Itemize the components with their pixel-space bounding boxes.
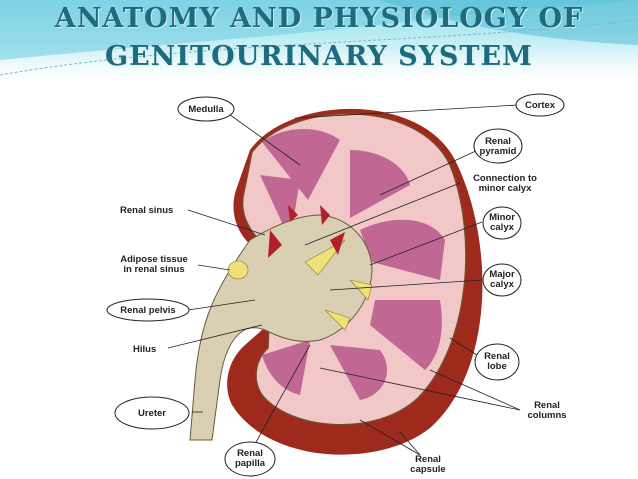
- svg-text:capsule: capsule: [410, 464, 445, 475]
- svg-text:Renal: Renal: [237, 448, 263, 459]
- blood-vessels: [268, 205, 345, 258]
- label-ureter: Ureter: [114, 396, 190, 430]
- slide-header: ANATOMY AND PHYSIOLOGY OF GENITOURINARY …: [0, 0, 638, 80]
- label-renal-lobe: Renal lobe: [474, 343, 520, 381]
- label-renal-pyramid: Renal pyramid: [473, 128, 523, 164]
- svg-text:pyramid: pyramid: [480, 146, 517, 157]
- label-renal-pelvis: Renal pelvis: [106, 298, 190, 322]
- label-hilus: Hilus: [133, 344, 156, 355]
- svg-text:Renal pelvis: Renal pelvis: [120, 305, 175, 316]
- svg-text:in renal sinus: in renal sinus: [123, 264, 184, 275]
- slide-title-line-2: GENITOURINARY SYSTEM: [105, 41, 533, 72]
- label-renal-sinus: Renal sinus: [120, 205, 173, 216]
- header-wave-decoration: [0, 0, 638, 76]
- label-renal-capsule: Renal capsule: [410, 454, 445, 475]
- label-medulla: Medulla: [177, 96, 235, 122]
- svg-text:Medulla: Medulla: [188, 104, 224, 115]
- svg-text:Cortex: Cortex: [525, 100, 556, 111]
- svg-text:Ureter: Ureter: [138, 408, 166, 419]
- svg-text:Renal: Renal: [534, 400, 560, 411]
- svg-text:calyx: calyx: [490, 222, 514, 233]
- svg-text:papilla: papilla: [235, 458, 266, 469]
- slide-title-line-1: ANATOMY AND PHYSIOLOGY OF: [54, 3, 584, 34]
- pyramid: [350, 150, 410, 218]
- label-minor-calyx: Minor calyx: [482, 206, 522, 240]
- label-major-calyx: Major calyx: [482, 263, 522, 297]
- svg-text:Major: Major: [489, 269, 515, 280]
- label-renal-papilla: Renal papilla: [224, 441, 276, 477]
- label-cortex: Cortex: [515, 93, 565, 117]
- svg-text:Renal: Renal: [485, 136, 511, 147]
- leader-lines: [167, 104, 521, 456]
- svg-text:Renal: Renal: [415, 454, 441, 465]
- pyramid: [262, 340, 310, 395]
- pyramid: [330, 345, 388, 400]
- svg-text:Minor: Minor: [489, 212, 515, 223]
- svg-text:lobe: lobe: [487, 361, 507, 372]
- svg-text:Connection to: Connection to: [473, 173, 537, 184]
- label-renal-columns: Renal columns: [527, 400, 566, 421]
- pyramid: [262, 128, 340, 200]
- label-connection-minor-calyx: Connection to minor calyx: [473, 173, 537, 194]
- label-adipose-tissue: Adipose tissue in renal sinus: [120, 254, 188, 275]
- svg-text:columns: columns: [527, 410, 566, 421]
- pyramid: [370, 300, 442, 370]
- svg-text:Adipose tissue: Adipose tissue: [120, 254, 188, 265]
- pyramid: [360, 219, 445, 280]
- svg-text:calyx: calyx: [490, 279, 514, 290]
- svg-text:minor calyx: minor calyx: [479, 183, 533, 194]
- svg-text:Renal: Renal: [484, 351, 510, 362]
